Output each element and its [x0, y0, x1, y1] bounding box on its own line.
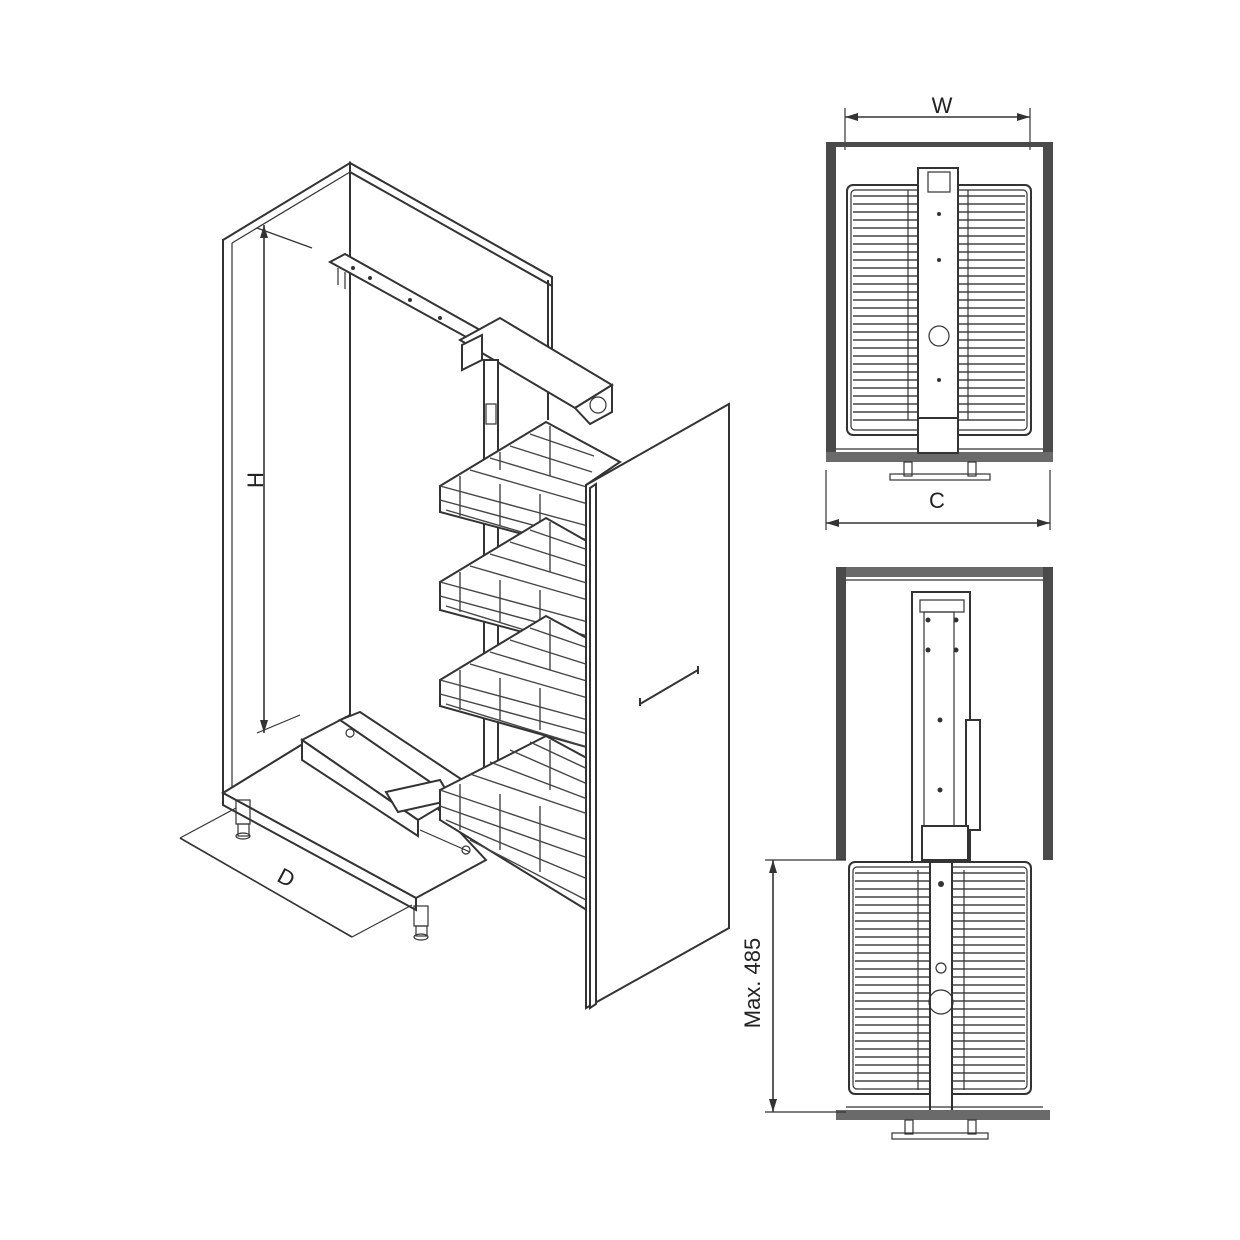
- cabinet-depth-label: C: [929, 488, 945, 513]
- width-label: W: [932, 93, 953, 118]
- extended-runner: [911, 591, 981, 863]
- top-guide-rail: [327, 252, 614, 426]
- cabinet-right-side-panel: [349, 161, 553, 288]
- plan-foot: [889, 461, 991, 481]
- depth-dimension: [179, 807, 413, 938]
- max-extension-dimension: [765, 859, 846, 1113]
- extended-basket: [848, 861, 1032, 1113]
- max-extension-label: Max. 485: [740, 938, 765, 1029]
- basket-4: [439, 734, 622, 914]
- plan-view-extended: Max. 485: [740, 567, 1053, 1140]
- cabinet-base: [221, 713, 488, 912]
- height-label: H: [243, 472, 268, 488]
- plan-basket: [846, 167, 1032, 454]
- depth-label: D: [273, 863, 299, 893]
- front-door-panel: [585, 402, 730, 1010]
- cabinet-leg-front-left: [235, 799, 251, 840]
- extended-cabinet-walls: [836, 567, 1053, 860]
- bottom-runner: [300, 710, 472, 855]
- height-dimension: [256, 225, 313, 734]
- extended-base: [836, 1106, 1050, 1140]
- door-handle: [639, 666, 699, 706]
- basket-3: [439, 614, 622, 750]
- isometric-cabinet-view: H D: [179, 161, 730, 1010]
- basket-1: [439, 420, 622, 554]
- cabinet-depth-dimension: [825, 470, 1051, 530]
- plan-view-closed: W: [825, 93, 1053, 530]
- cabinet-leg-front-right: [413, 905, 429, 941]
